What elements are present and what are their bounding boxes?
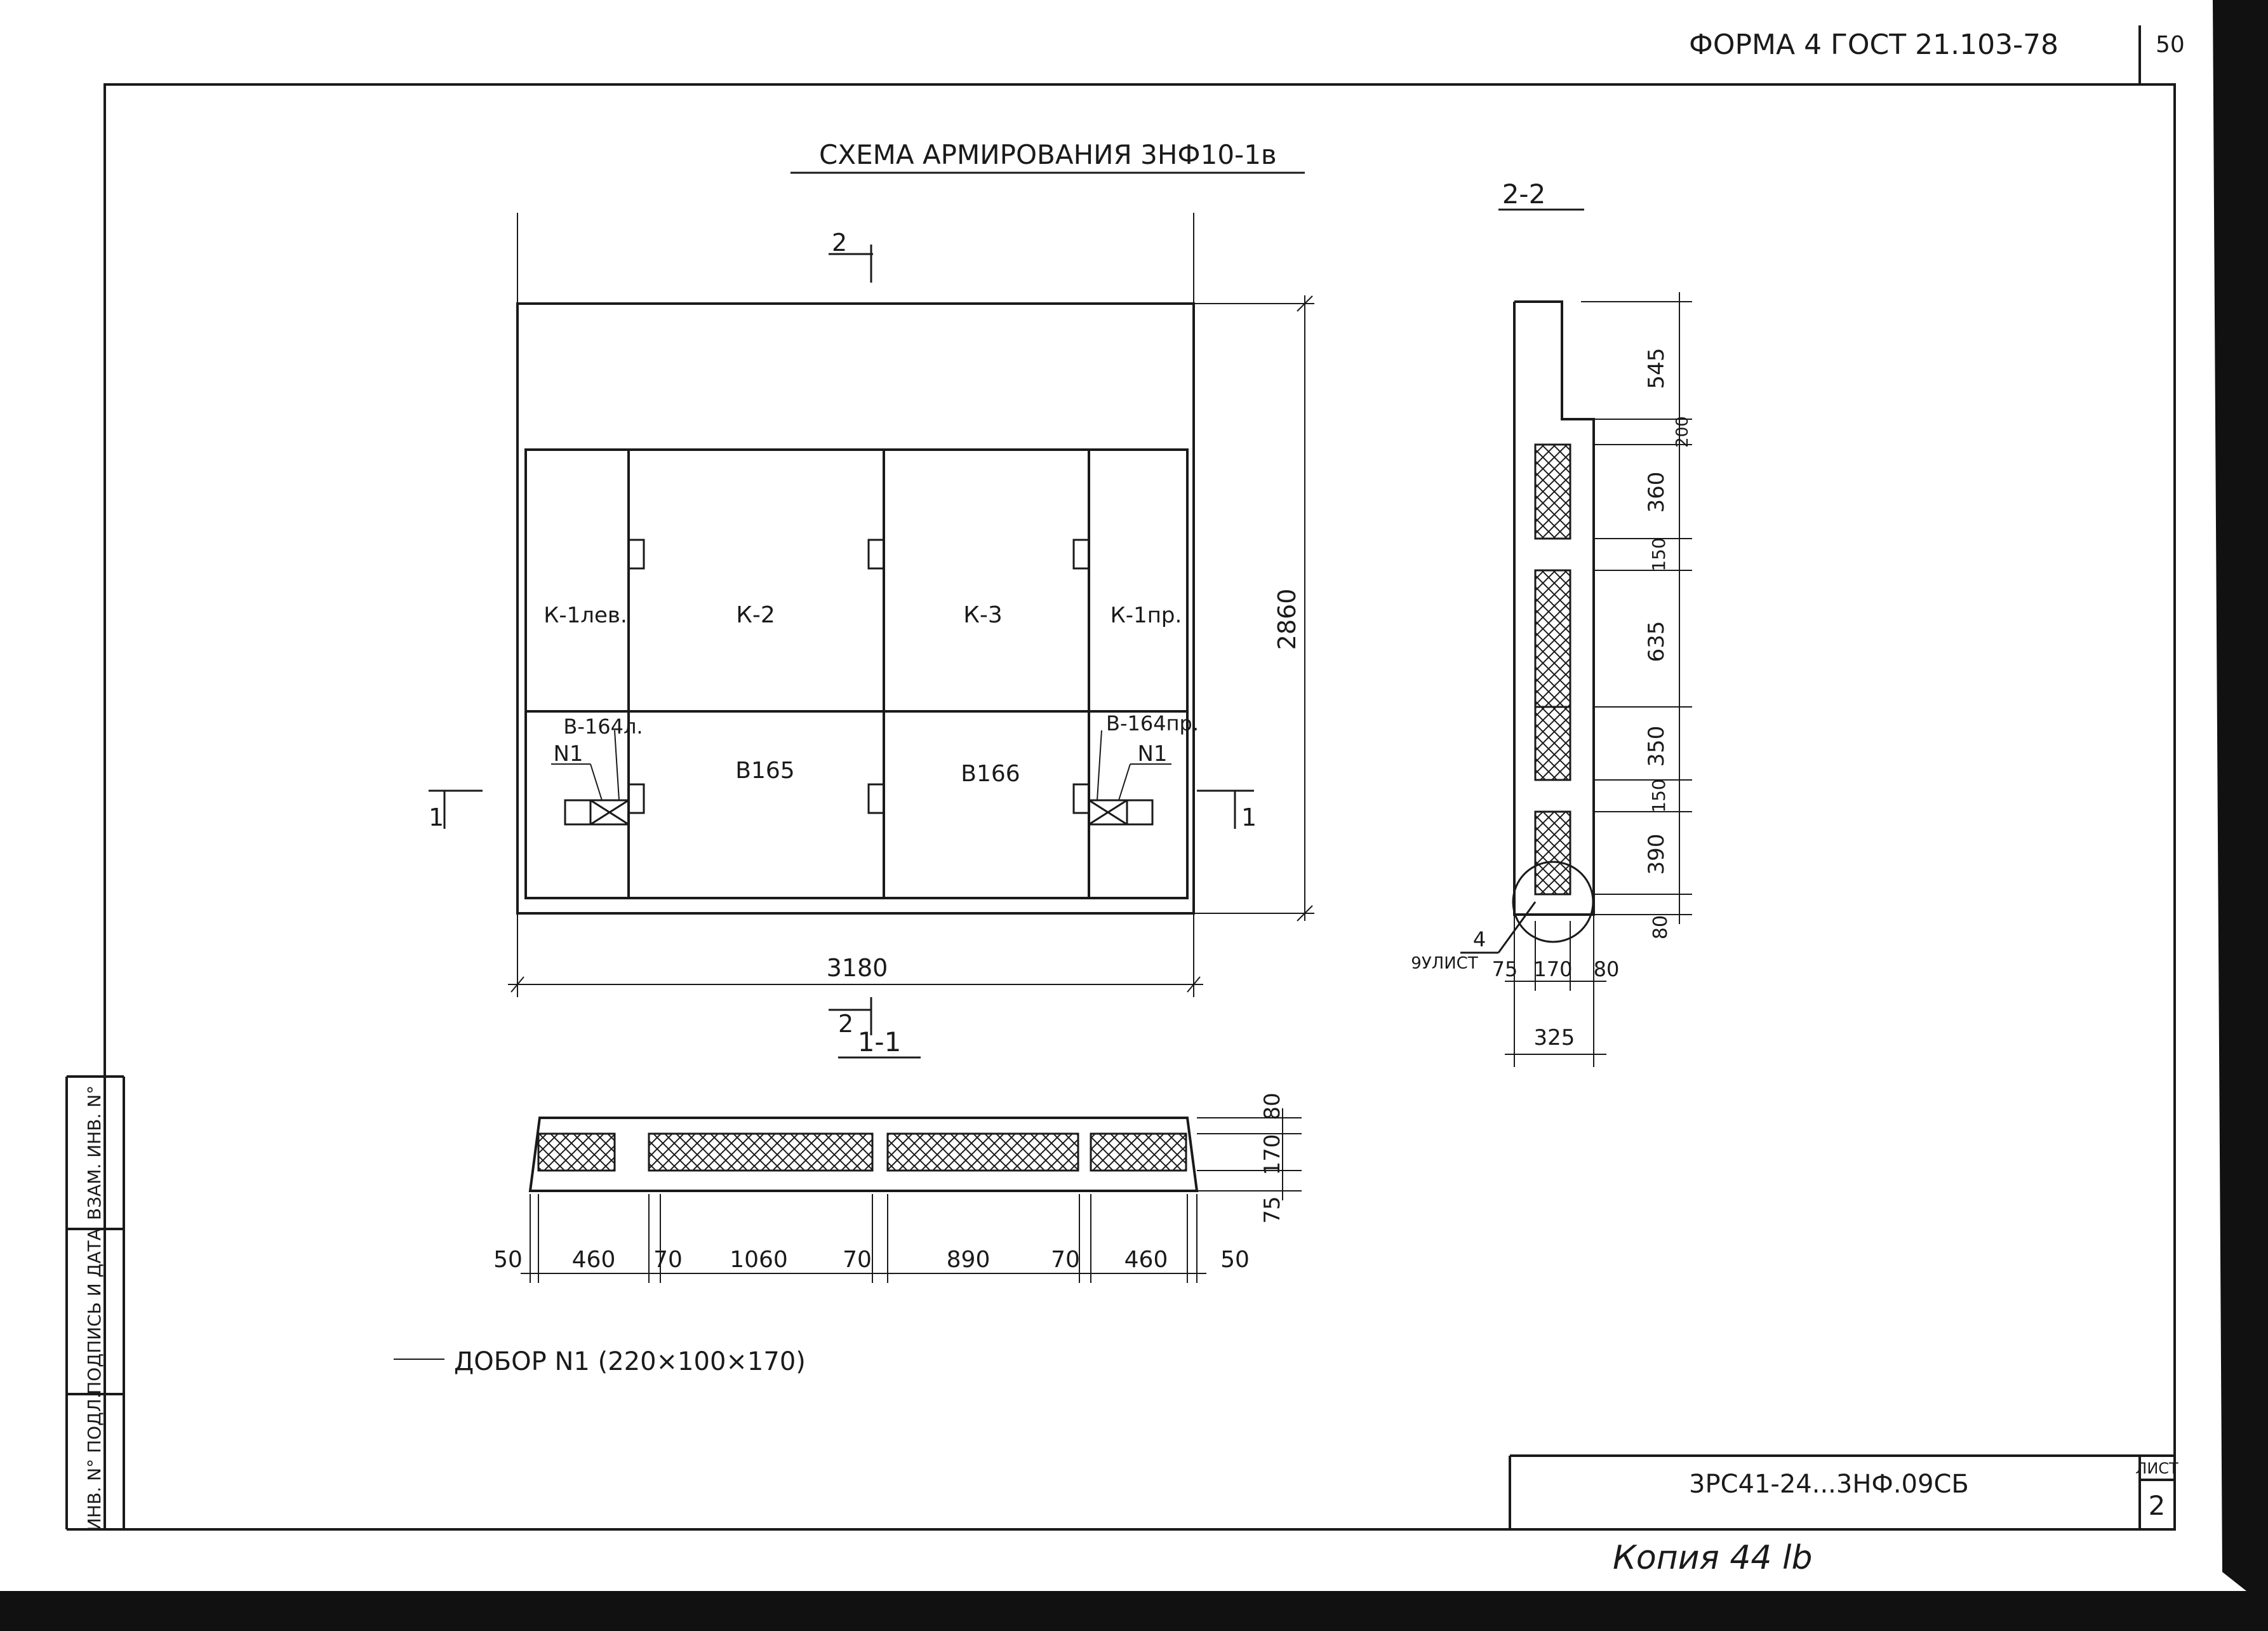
dim-1-1-r1: 170 [1260, 1134, 1285, 1176]
addon-note: ДОБОР N1 (220×100×170) [454, 1347, 806, 1376]
addon-block-left [564, 799, 630, 826]
dim-1-1-b6: 70 [1051, 1247, 1080, 1273]
dim-2-2-v4: 635 [1644, 621, 1669, 662]
dim-1-1-b3: 1060 [730, 1247, 788, 1273]
plan-view: К-1лев. К-2 К-3 К-1пр. В-164л. В165 В166… [429, 213, 1314, 1038]
drawing-designation: 3РС41-24...3НФ.09СБ [1689, 1470, 1969, 1499]
detail-ref-number: 4 [1473, 927, 1486, 951]
cut-mark-left: 1 [429, 803, 444, 831]
panel-k1-left: К-1лев. [544, 603, 627, 628]
drawing-title: СХЕМА АРМИРОВАНИЯ 3НФ10-1в [819, 139, 1277, 170]
sheet-number: 2 [2149, 1490, 2166, 1521]
plan-width-dimension: 3180 [827, 954, 888, 982]
dim-1-1-r2: 75 [1260, 1196, 1285, 1223]
section-1-1: 1-1 [493, 1026, 1302, 1283]
addon-label-right: N1 [1137, 741, 1167, 767]
title-block [1509, 1454, 2175, 1529]
stamp-inv-podl: ИНВ. N° ПОДЛ. [84, 1393, 105, 1531]
dim-2-2-v7: 390 [1644, 834, 1669, 875]
scan-edge-bottom [0, 1591, 2268, 1631]
sheet-frame [65, 25, 2176, 1531]
cut-mark-top: 2 [832, 229, 847, 257]
form-label: ФОРМА 4 ГОСТ 21.103-78 [1689, 29, 2058, 61]
panel-b164-left: В-164л. [563, 715, 643, 739]
dim-2-2-v8: 80 [1650, 915, 1672, 939]
dim-1-1-b1: 460 [572, 1247, 616, 1273]
dim-2-2-v5: 350 [1644, 726, 1669, 767]
dim-2-2-b0: 75 [1492, 957, 1518, 981]
addon-block-right [1088, 799, 1154, 826]
scan-edge-right-shadow [2213, 0, 2246, 1591]
dim-1-1-b0: 50 [493, 1247, 523, 1273]
dim-1-1-r0: 80 [1260, 1092, 1285, 1120]
dim-2-2-v2: 360 [1644, 472, 1669, 513]
panel-b166: В166 [961, 761, 1020, 787]
dim-1-1-b5: 890 [947, 1247, 991, 1273]
panel-k2: К-2 [736, 602, 775, 628]
plan-dimension-lines [508, 213, 1314, 997]
stamp-signature-date: ПОДПИСЬ И ДАТА [84, 1228, 105, 1395]
dim-2-2-b2: 80 [1594, 957, 1620, 981]
scan-edge-right [2246, 0, 2268, 1631]
panel-k3: К-3 [963, 602, 1002, 628]
clip-marks [627, 539, 1090, 814]
section-2-2-hatch [1534, 443, 1571, 896]
addon-label-left: N1 [553, 741, 583, 767]
cut-mark-lines [429, 245, 1254, 1035]
dim-2-2-v1: 200 [1673, 416, 1692, 448]
reinforcement-hatch [537, 1132, 1187, 1172]
section-1-1-label: 1-1 [858, 1026, 902, 1057]
section-1-1-dimension-lines [521, 1108, 1302, 1283]
dim-1-1-b7: 460 [1124, 1247, 1168, 1273]
page-number: 50 [2156, 32, 2185, 58]
dim-2-2-v0: 545 [1644, 348, 1669, 389]
detail-ref-sheet: 9УЛИСТ [1411, 954, 1478, 973]
dim-2-2-b1: 170 [1533, 957, 1572, 981]
section-2-2: 2-2 [1411, 178, 1692, 1067]
panel-k1-right: К-1пр. [1111, 603, 1182, 628]
cut-mark-right: 1 [1241, 803, 1257, 831]
dim-1-1-b2: 70 [653, 1247, 683, 1273]
dim-2-2-total: 325 [1534, 1025, 1575, 1050]
handwritten-copy-note: Копия 44 lb [1613, 1539, 1813, 1577]
cut-mark-bottom: 2 [838, 1010, 853, 1038]
section-2-2-label: 2-2 [1502, 178, 1546, 210]
dim-1-1-b8: 50 [1220, 1247, 1250, 1273]
detail-4-circle [1460, 861, 1594, 954]
section-2-2-dimension-lines [1505, 292, 1692, 1067]
dim-2-2-v6: 150 [1648, 779, 1669, 812]
stamp-vzam-inv: ВЗАМ. ИНВ. N° [84, 1085, 105, 1220]
panel-b164-right: В-164пр. [1106, 711, 1199, 735]
dim-2-2-v3: 150 [1648, 537, 1669, 571]
sheet-label: ЛИСТ [2135, 1460, 2178, 1477]
dim-1-1-b4: 70 [843, 1247, 872, 1273]
plan-height-dimension: 2860 [1273, 589, 1301, 650]
panel-b165: В165 [735, 758, 794, 784]
